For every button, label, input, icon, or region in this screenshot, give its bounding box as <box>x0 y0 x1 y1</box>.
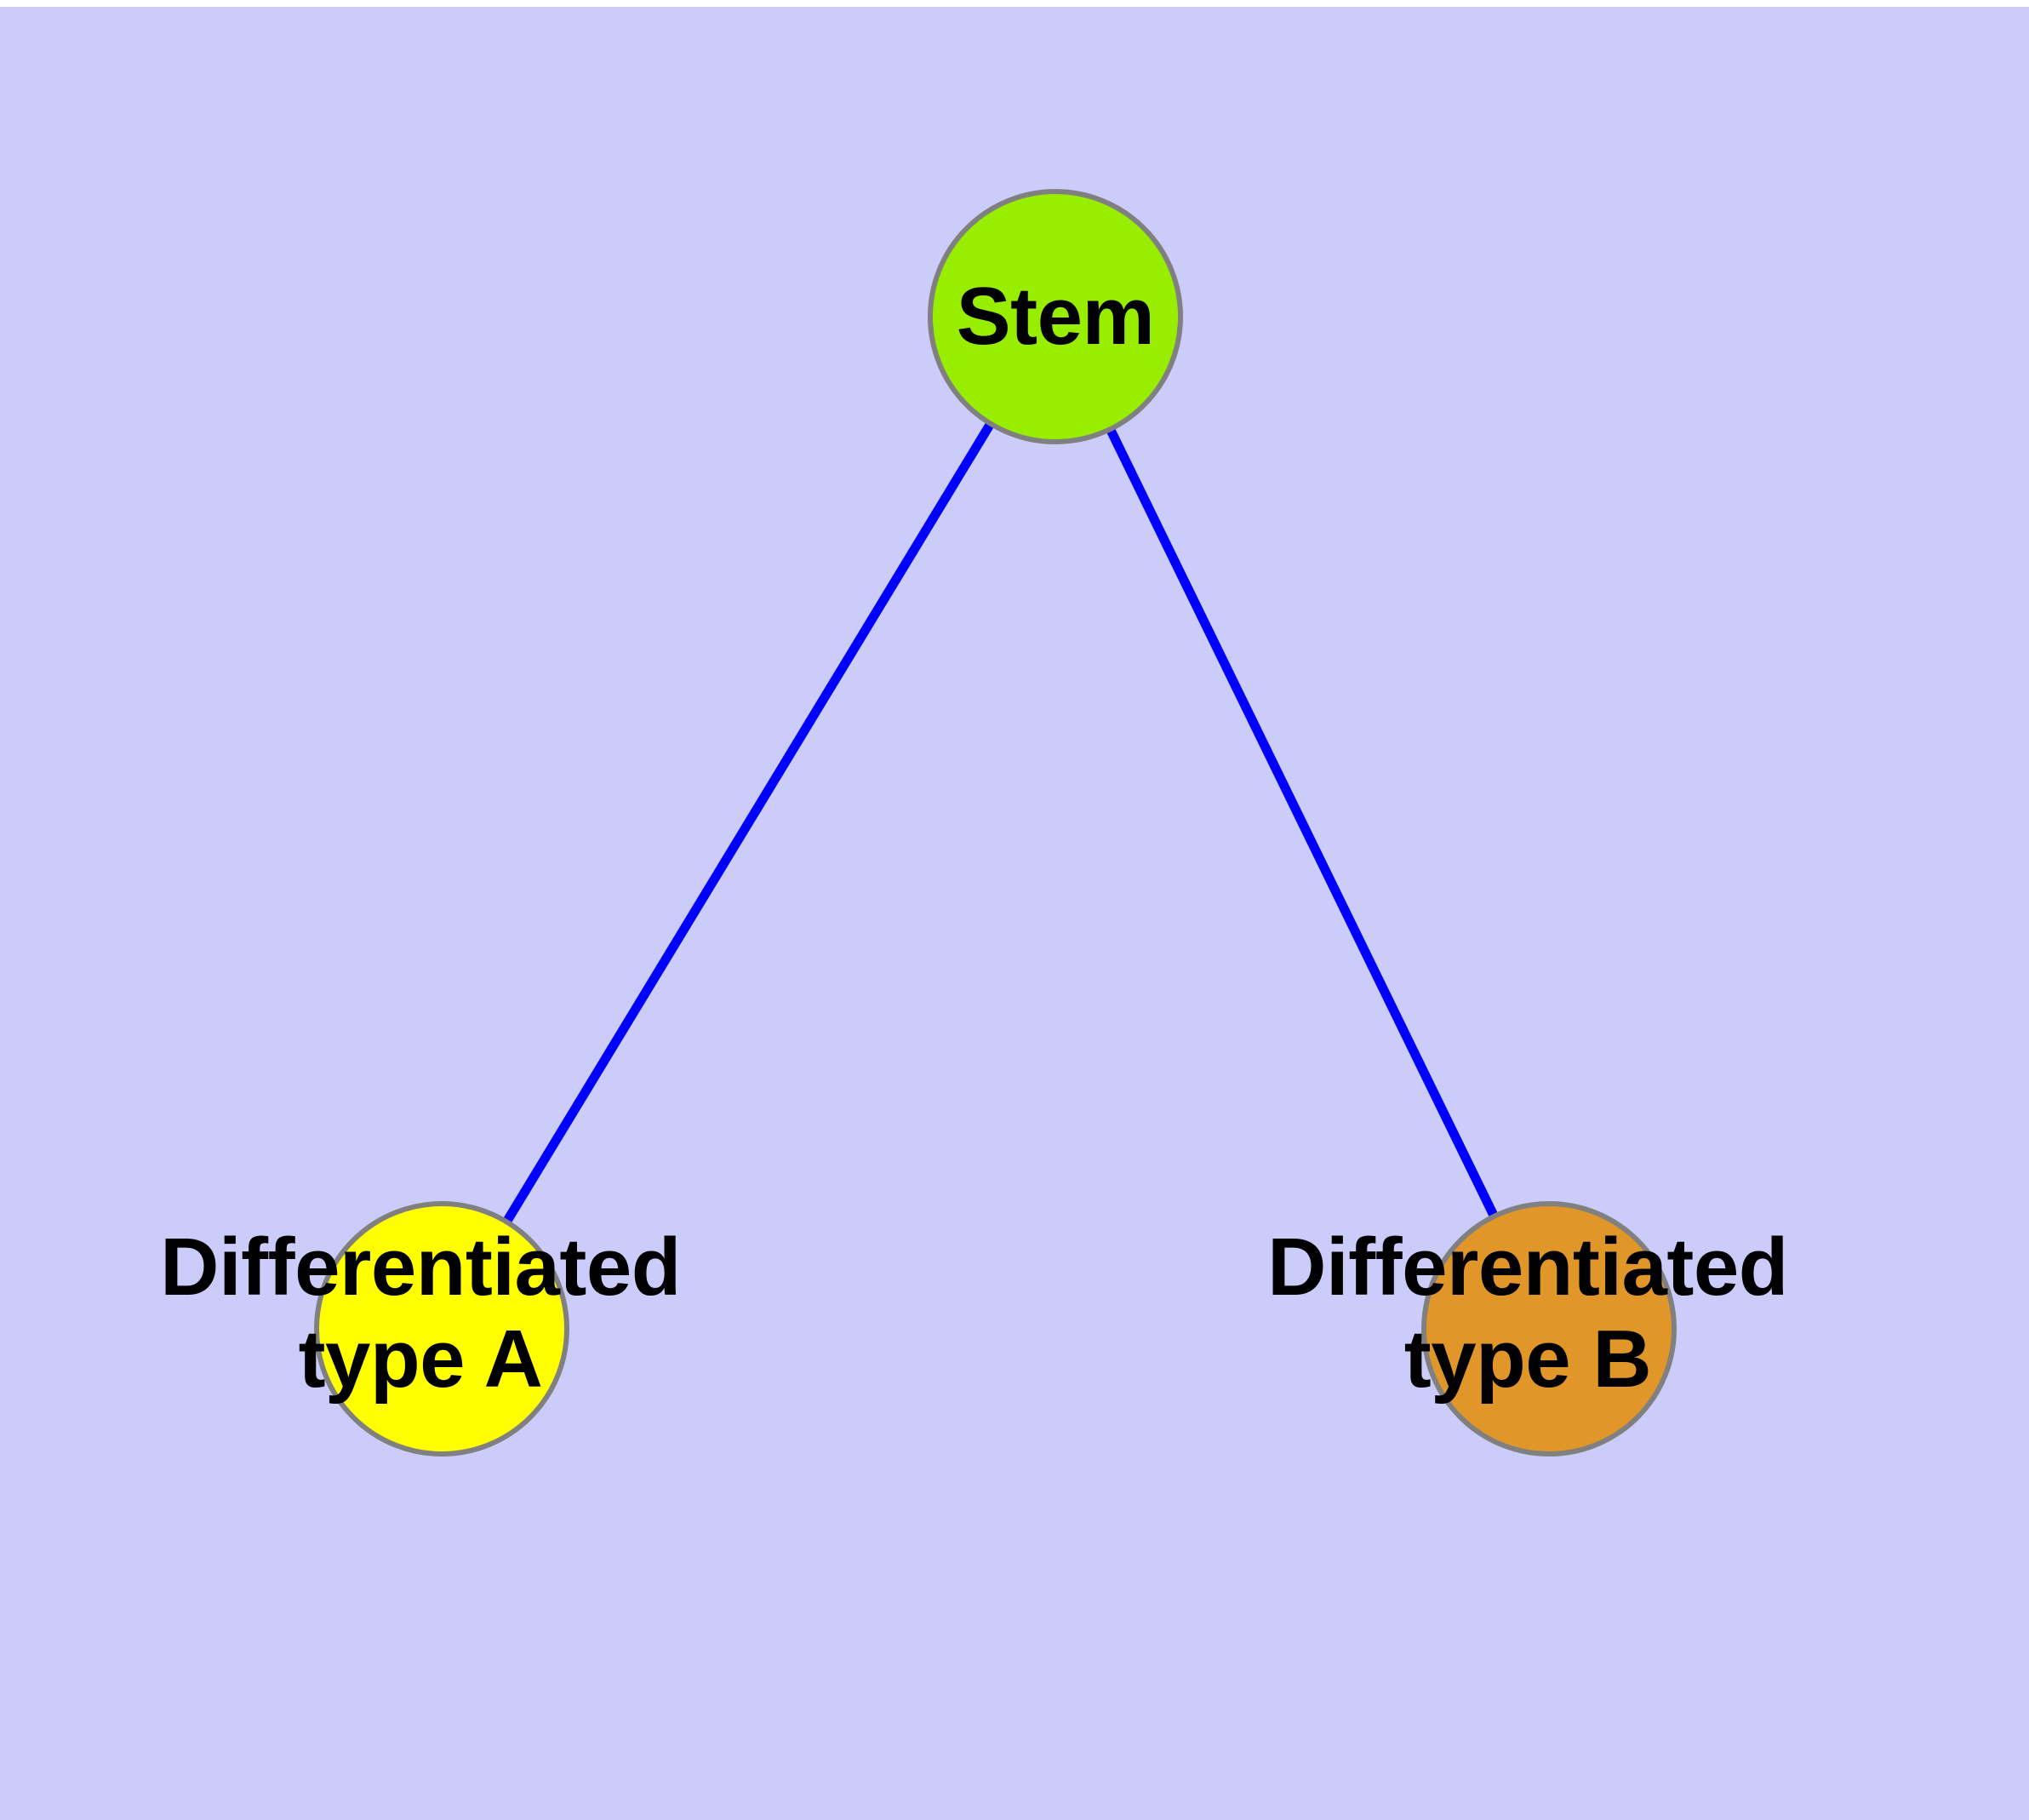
graph-edge-stem-to-diff-b <box>1106 427 1499 1218</box>
graph-node-stem[interactable] <box>928 189 1183 444</box>
graph-edge-stem-to-diff-a <box>503 421 994 1224</box>
graph-node-diff_b[interactable] <box>1421 1201 1677 1457</box>
graph-node-diff_a[interactable] <box>314 1201 569 1457</box>
